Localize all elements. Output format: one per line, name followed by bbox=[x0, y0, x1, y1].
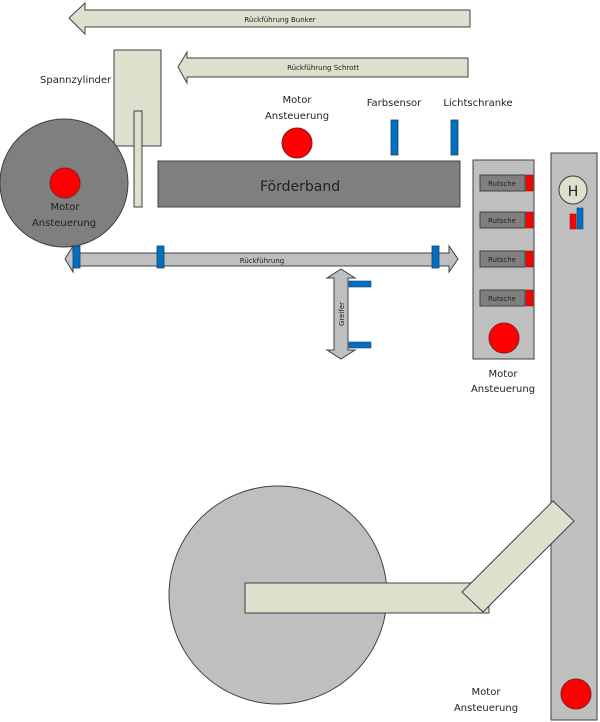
motor-indicator-top bbox=[281, 127, 313, 159]
motor-left-label-2: Ansteuerung bbox=[32, 218, 96, 229]
greifer: Greifer bbox=[325, 268, 372, 360]
connecting-rod bbox=[461, 500, 575, 613]
motor-bottom-label-1: Motor bbox=[472, 687, 502, 698]
spannzylinder-rod bbox=[133, 110, 143, 208]
rueckfuehrung-schrott-arrow: Rückführung Schrott bbox=[177, 50, 469, 85]
rueckfuehrung-bunker-label: Rückführung Bunker bbox=[244, 16, 315, 24]
motor-left-label-1: Motor bbox=[51, 202, 81, 213]
foerderband-label: Förderband bbox=[260, 179, 340, 195]
lift-badge bbox=[558, 175, 588, 205]
rutsche-2: Rutsche bbox=[479, 211, 534, 229]
rueckfuehrung-bunker-arrow: Rückführung Bunker bbox=[68, 1, 471, 36]
lift-column bbox=[550, 152, 598, 721]
motor-indicator-lift bbox=[560, 678, 592, 710]
rutsche-label: Rutsche bbox=[488, 256, 516, 264]
rueckfuehrung-schrott-label: Rückführung Schrott bbox=[287, 64, 359, 72]
rutsche-label: Rutsche bbox=[488, 295, 516, 303]
rueckfuehrung-sensor-2 bbox=[156, 245, 165, 269]
rueckfuehrung-arrow: Rückführung bbox=[64, 244, 459, 274]
motor-indicator-left bbox=[49, 167, 81, 199]
lift-badge-label: H bbox=[568, 184, 579, 200]
rueckfuehrung-sensor-1 bbox=[72, 245, 81, 269]
rutsche-label: Rutsche bbox=[488, 180, 516, 188]
farbsensor-label: Farbsensor bbox=[367, 98, 422, 109]
greifer-jaw-top bbox=[348, 280, 372, 288]
rutsche-1: Rutsche bbox=[479, 174, 534, 192]
lichtschranke bbox=[450, 119, 459, 156]
rueckfuehrung-label: Rückführung bbox=[240, 257, 284, 265]
motor-indicator-rutsche bbox=[488, 322, 520, 354]
motor-bottom-label-2: Ansteuerung bbox=[454, 703, 518, 714]
spannzylinder-label: Spannzylinder bbox=[40, 75, 112, 86]
motor-top-label-2: Ansteuerung bbox=[265, 111, 329, 122]
crank-arm bbox=[244, 582, 490, 614]
lift-sensor-red bbox=[569, 213, 577, 230]
greifer-jaw-bottom bbox=[348, 341, 372, 349]
rutsche-3: Rutsche bbox=[479, 250, 534, 268]
motor-top-label-1: Motor bbox=[283, 95, 313, 106]
rueckfuehrung-sensor-3 bbox=[431, 245, 440, 269]
lichtschranke-label: Lichtschranke bbox=[443, 98, 512, 109]
lift-sensor-blue bbox=[576, 207, 584, 230]
rutsche-4: Rutsche bbox=[479, 289, 534, 307]
foerderband bbox=[157, 160, 461, 208]
greifer-label: Greifer bbox=[338, 302, 346, 326]
rutsche-label: Rutsche bbox=[488, 217, 516, 225]
motor-rutsche-label-1: Motor bbox=[489, 369, 519, 380]
farbsensor bbox=[390, 119, 399, 156]
motor-rutsche-label-2: Ansteuerung bbox=[471, 384, 535, 395]
